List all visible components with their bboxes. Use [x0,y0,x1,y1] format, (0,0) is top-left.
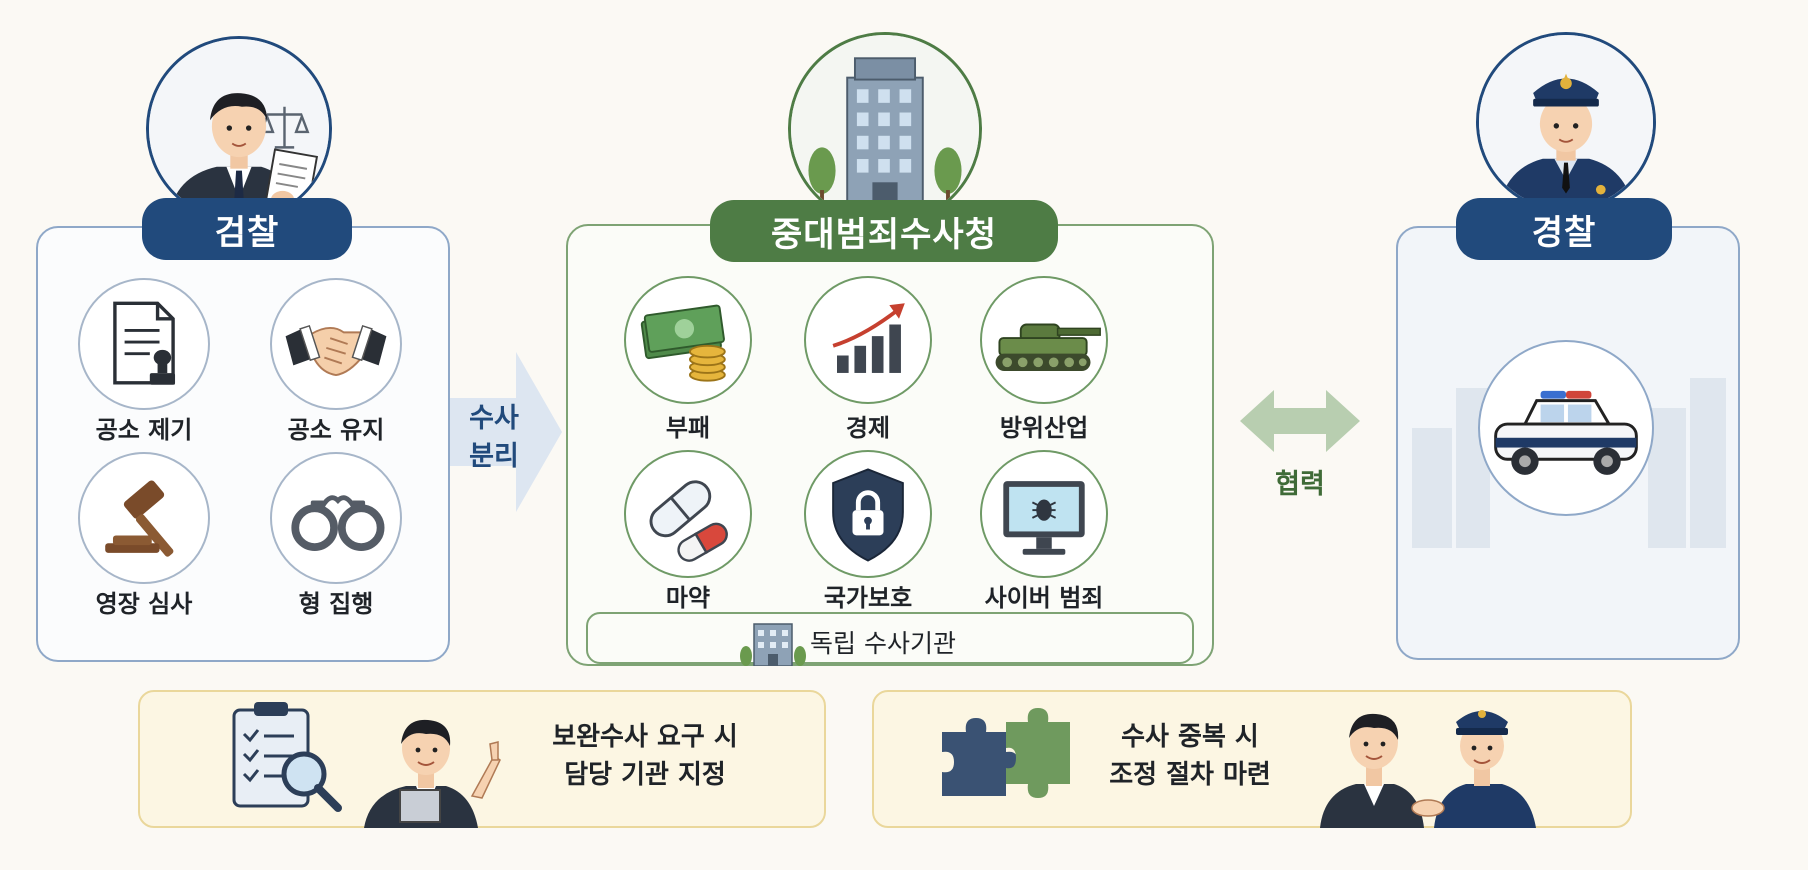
growth-chart-icon [804,276,932,404]
separation-label-line1: 수사 [469,403,519,434]
item-label-defense-industry: 방위산업 [999,414,1089,442]
item-label-warrant-review: 영장 심사 [95,590,193,618]
separation-arrow-icon [450,352,562,512]
agency-title: 중대범죄수사청 [710,200,1058,262]
computer-bug-icon [980,450,1108,578]
prosecutor-pointing-figure [364,719,501,828]
cooperation-label: 협력 [1275,469,1325,500]
clipboard-magnifier-icon [232,702,342,812]
item-label-sentence-execution: 형 집행 [298,590,374,618]
handcuffs-icon [270,452,402,584]
police-title: 경찰 [1456,198,1672,260]
note-left-line2: 담당 기관 지정 [564,760,726,790]
police-car-icon [1478,340,1654,516]
document-seal-icon [78,278,210,410]
item-label-indictment: 공소 제기 [95,416,193,444]
prosecutor-portrait [146,36,332,222]
note-left-line1: 보완수사 요구 시 [552,722,738,752]
tank-icon [980,276,1108,404]
separation-label-line2: 분리 [469,441,519,472]
money-icon [624,276,752,404]
cooperation-arrow-icon [1240,390,1360,452]
prosecutor-police-handshake-figure [1320,710,1536,828]
agency-footer [586,612,1194,664]
handshake-icon [270,278,402,410]
puzzle-pieces-icon [942,708,1070,798]
item-label-cyber-crime: 사이버 범죄 [984,584,1104,612]
shield-lock-icon [804,450,932,578]
item-label-prosecution-maintenance: 공소 유지 [287,416,385,444]
item-label-narcotics: 마약 [665,584,711,612]
note-right-line1: 수사 중복 시 [1121,722,1259,752]
building-icon [740,623,806,666]
police-officer-portrait [1476,32,1656,212]
pill-icon [624,450,752,578]
note-right-line2: 조정 절차 마련 [1109,760,1271,790]
item-label-corruption: 부패 [665,414,711,442]
agency-building-portrait [788,32,982,226]
agency-footer-label: 독립 수사기관 [810,629,956,658]
item-label-economy: 경제 [845,414,891,442]
prosecution-title: 검찰 [142,198,352,260]
gavel-icon [78,452,210,584]
item-label-national-security: 국가보호 [823,584,913,612]
